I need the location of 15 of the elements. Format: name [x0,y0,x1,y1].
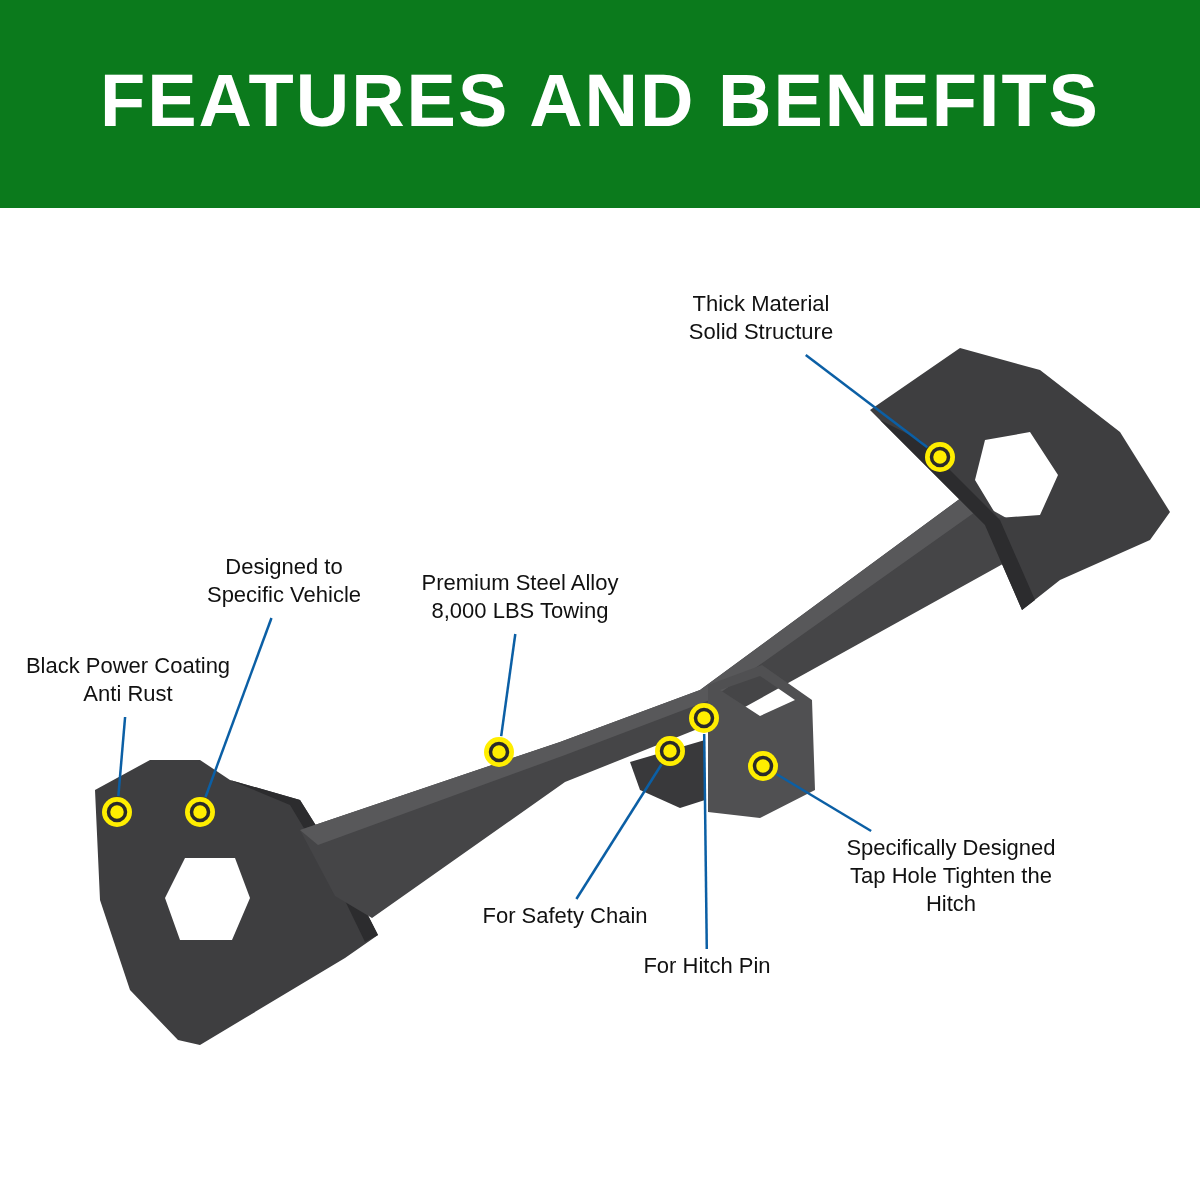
leader-line [805,354,928,449]
leader-line [499,633,517,737]
callout-text: For Safety Chain [481,902,649,930]
leader-line [204,617,273,798]
callout-text: Designed to Specific Vehicle [205,553,363,609]
callout-text: Specifically Designed Tap Hole Tighten the Hitch [845,834,1057,918]
leader-line [702,734,709,949]
callout-text: For Hitch Pin [642,952,772,980]
callout-text: Thick Material Solid Structure [687,290,835,346]
leader-line [575,763,663,900]
leader-line [776,773,872,833]
callout-text: Black Power Coating Anti Rust [24,652,232,708]
leader-line [117,716,127,797]
title: FEATURES AND BENEFITS [99,58,1101,144]
callout-text: Premium Steel Alloy 8,000 LBS Towing [420,569,620,625]
